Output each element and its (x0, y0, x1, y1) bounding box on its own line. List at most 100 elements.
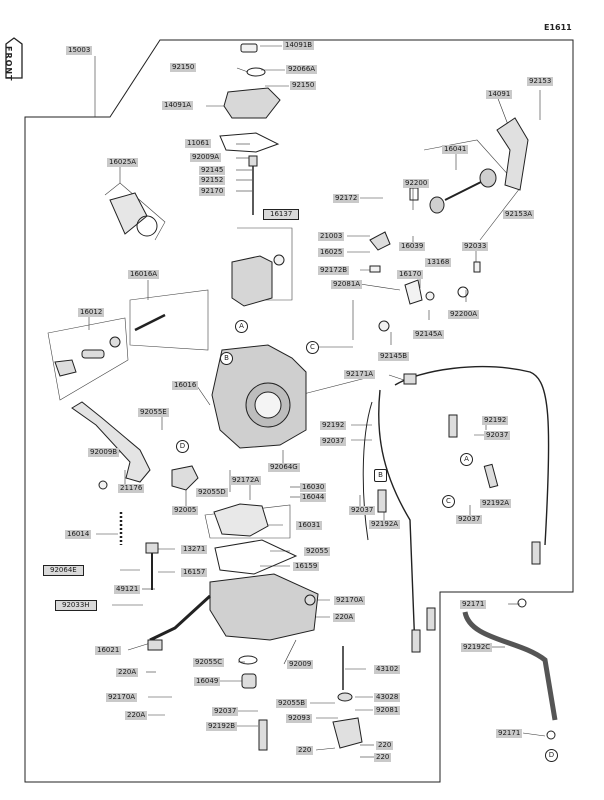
slide-16025 (231, 255, 273, 307)
callout-21176: 21176 (118, 484, 145, 493)
callout-92081a: 92081A (331, 280, 363, 289)
ref-marker-c-2: C (442, 495, 455, 508)
callout-16016: 16016 (172, 381, 199, 390)
callout-16137: 16137 (263, 209, 300, 220)
callout-92150a: 92150 (170, 63, 197, 72)
callout-14091b: 14091B (283, 41, 315, 50)
ref-marker-d-2: D (545, 749, 558, 762)
diagram-code: E1611 (544, 23, 572, 32)
callout-92172b: 92172B (318, 266, 350, 275)
callout-16157: 16157 (181, 568, 208, 577)
callout-92200a: 92200A (448, 310, 480, 319)
float-bowl (209, 573, 319, 641)
callout-21003: 21003 (318, 232, 345, 241)
gasket-92055 (214, 539, 298, 575)
callout-16012: 16012 (78, 308, 105, 317)
shaft-16041 (479, 168, 497, 188)
callout-92081: 92081 (374, 706, 401, 715)
callout-92037-d: 92037 (456, 515, 483, 524)
callout-92152: 92152 (199, 176, 226, 185)
ref-marker-a-2: A (460, 453, 473, 466)
callout-92055: 92055 (304, 547, 331, 556)
callout-92055e: 92055E (138, 408, 169, 417)
callout-16016a: 16016A (128, 270, 160, 279)
callout-92170a-2: 92170A (106, 693, 138, 702)
callout-16030: 16030 (300, 483, 327, 492)
callout-92093: 92093 (286, 714, 313, 723)
callout-16049: 16049 (194, 677, 221, 686)
callout-92145: 92145 (199, 166, 226, 175)
ref-marker-d: D (176, 440, 189, 453)
callout-92170: 92170 (199, 187, 226, 196)
callout-92171: 92171 (460, 600, 487, 609)
callout-92145b: 92145B (378, 352, 410, 361)
callout-43028: 43028 (374, 693, 401, 702)
callout-92170a: 92170A (334, 596, 366, 605)
callout-92192-b: 92192 (482, 416, 509, 425)
callout-92192a-c: 92192A (369, 520, 401, 529)
callout-92192c: 92192C (461, 643, 493, 652)
callout-92055b: 92055B (276, 699, 308, 708)
top-cover-14091a (223, 87, 281, 119)
callout-16041: 16041 (442, 145, 469, 154)
callout-14091a: 14091A (162, 101, 194, 110)
callout-220-a: 220 (296, 746, 314, 755)
hose-92192 (378, 389, 416, 651)
callout-92064e: 92064E (43, 565, 84, 576)
callout-92037-c: 92037 (349, 506, 376, 515)
gasket-11061 (219, 132, 280, 153)
front-arrow (5, 37, 23, 79)
callout-92150b: 92150 (290, 81, 317, 90)
callout-92009b: 92009B (88, 448, 120, 457)
callout-13271: 13271 (181, 545, 208, 554)
callout-220-c: 220 (374, 753, 392, 762)
callout-92009a: 92009A (190, 153, 222, 162)
callout-92055d: 92055D (196, 488, 228, 497)
callout-92033: 92033 (462, 242, 489, 251)
callout-16014: 16014 (65, 530, 92, 539)
callout-92009: 92009 (287, 660, 314, 669)
callout-92172: 92172 (333, 194, 360, 203)
callout-16039: 16039 (399, 242, 426, 251)
callout-43102: 43102 (374, 665, 401, 674)
ref-marker-a: A (235, 320, 248, 333)
callout-92200: 92200 (403, 179, 430, 188)
callout-92037-e: 92037 (212, 707, 239, 716)
top-cover-14091b (240, 43, 258, 53)
ref-marker-c: C (306, 341, 319, 354)
callout-92153a: 92153A (503, 210, 535, 219)
callout-92064g: 92064G (268, 463, 300, 472)
sensor-21176 (71, 401, 151, 483)
diagram-frame (24, 39, 574, 783)
throttle-linkage-14091 (496, 117, 529, 191)
front-label: FRONT (4, 46, 13, 82)
callout-16025a: 16025A (107, 158, 139, 167)
cover-16025a (109, 192, 148, 235)
callout-16031: 16031 (296, 521, 323, 530)
callout-92192b: 92192B (206, 722, 238, 731)
seal-92066a (246, 67, 266, 77)
callout-92033h: 92033H (55, 600, 97, 611)
callout-92153: 92153 (527, 77, 554, 86)
ref-marker-b: B (220, 352, 233, 365)
part-shapes (54, 43, 558, 751)
callout-92171-b: 92171 (496, 729, 523, 738)
hose-92192c (462, 611, 558, 721)
callout-16170: 16170 (397, 270, 424, 279)
callout-16159: 16159 (293, 562, 320, 571)
callout-13168: 13168 (425, 258, 452, 267)
callout-92171a: 92171A (344, 370, 376, 379)
callout-49121: 49121 (114, 585, 141, 594)
callout-220a: 220A (333, 613, 356, 622)
float-16031 (213, 503, 269, 537)
callout-92192a-d: 92192A (480, 499, 512, 508)
callout-92037-a: 92037 (320, 437, 347, 446)
callout-92066a: 92066A (286, 65, 318, 74)
callout-16021: 16021 (95, 646, 122, 655)
callout-16044: 16044 (300, 493, 327, 502)
ref-marker-b-2: B (374, 469, 387, 482)
callout-16025: 16025 (318, 248, 345, 257)
callout-220a-2: 220A (116, 668, 139, 677)
